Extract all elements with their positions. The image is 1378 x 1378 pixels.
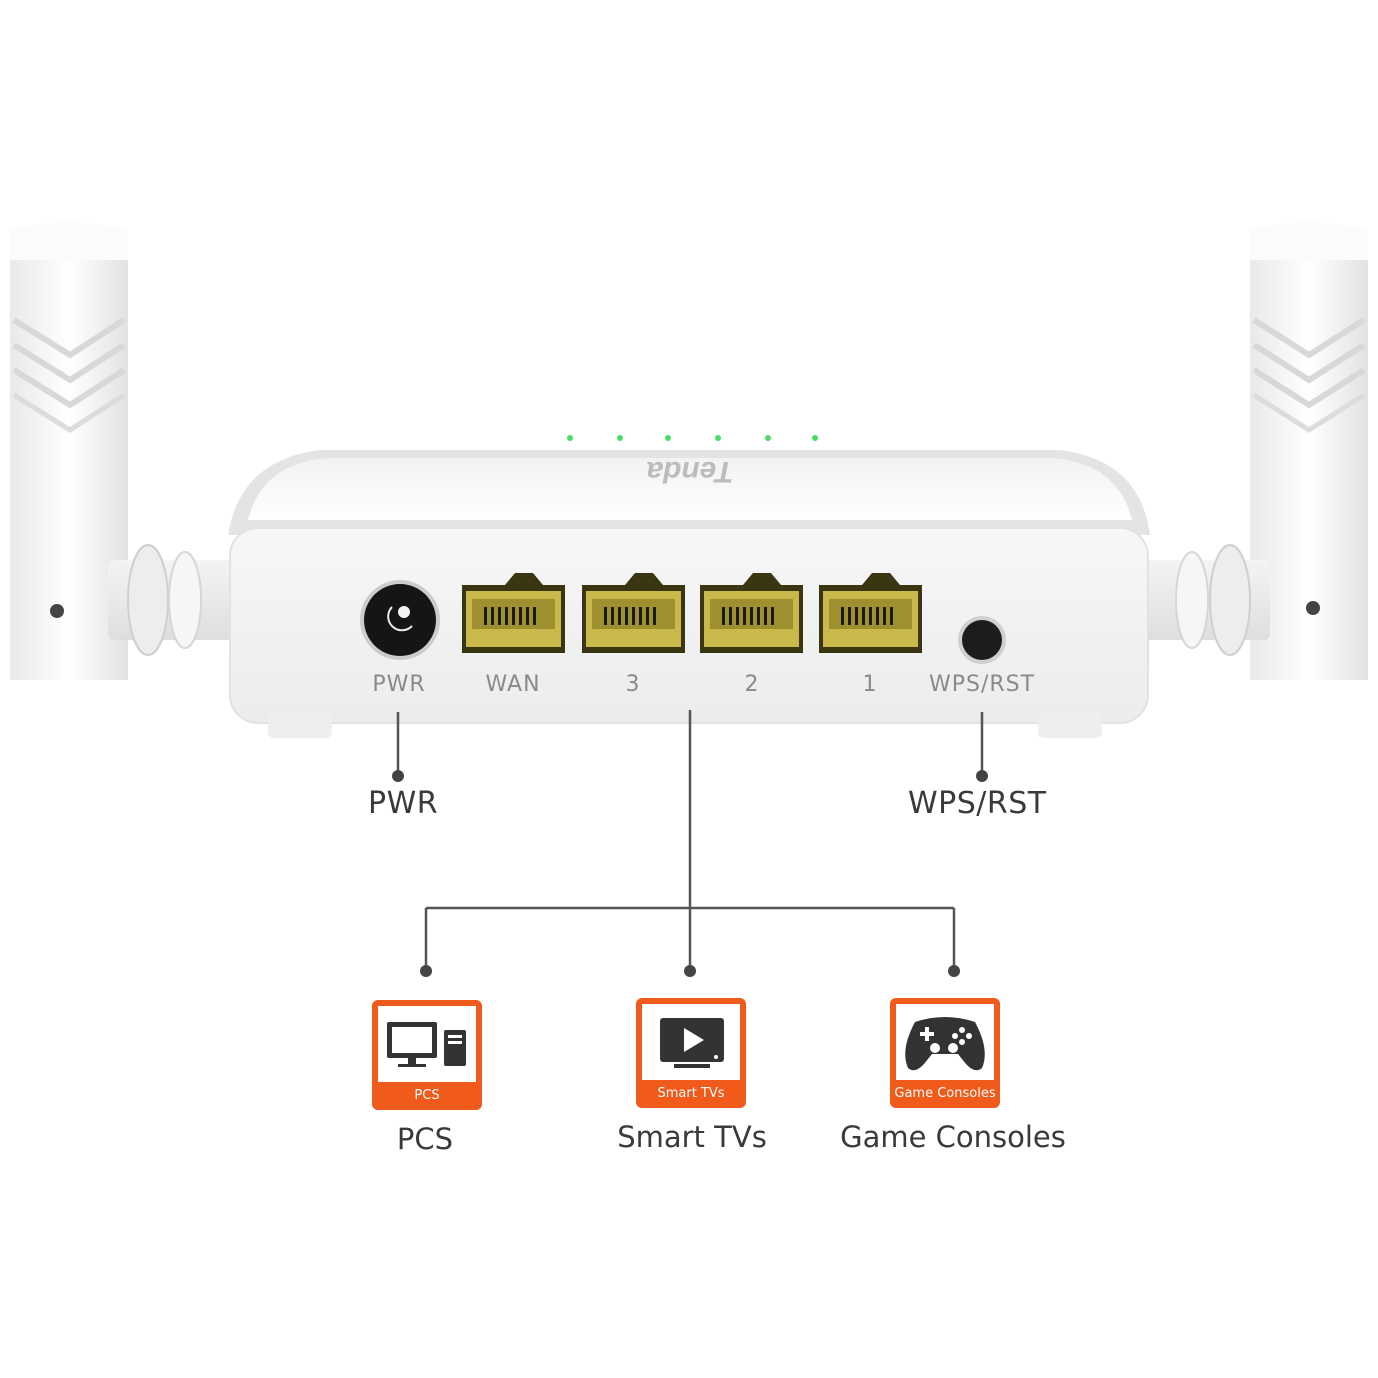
ethernet-port-1 [819, 573, 922, 653]
router-body: Tenda [228, 435, 1150, 738]
device-label-game-consoles: Game Consoles [840, 1120, 1066, 1154]
device-label-smart-tvs: Smart TVs [617, 1120, 767, 1154]
callout-pwr: PWR [368, 786, 439, 821]
device-badge-smart-tvs [636, 998, 746, 1108]
device-badge-game-consoles [890, 998, 1000, 1108]
ethernet-port-2 [700, 573, 803, 653]
power-jack [360, 580, 440, 660]
port-label-pwr: PWR [372, 672, 426, 697]
right-hinge [1140, 544, 1270, 656]
device-badge-pcs [372, 1000, 482, 1110]
badge-text-game-consoles: Game Consoles [894, 1086, 996, 1101]
status-leds [567, 435, 818, 441]
gamepad-icon [905, 1017, 985, 1071]
brand-logo: Tenda [646, 455, 733, 488]
port-label-wan: WAN [485, 672, 541, 697]
port-label-1: 1 [862, 672, 878, 697]
badge-text-pcs: PCS [414, 1088, 440, 1103]
wps-rst-button [958, 616, 1006, 664]
port-label-2: 2 [744, 672, 760, 697]
callout-dots [392, 770, 988, 977]
callout-wps-rst: WPS/RST [908, 786, 1047, 821]
ethernet-port-3 [582, 573, 685, 653]
port-label-wps-rst: WPS/RST [928, 672, 1036, 697]
left-hinge [108, 544, 238, 656]
right-antenna [1250, 222, 1368, 680]
callout-lines [396, 710, 984, 970]
device-label-pcs: PCS [396, 1122, 454, 1156]
ethernet-port-wan [462, 573, 565, 653]
tv-play-icon [660, 1018, 724, 1068]
port-label-3: 3 [625, 672, 641, 697]
left-antenna [10, 222, 128, 680]
badge-text-smart-tvs: Smart TVs [657, 1086, 725, 1101]
pc-icon [387, 1022, 466, 1067]
